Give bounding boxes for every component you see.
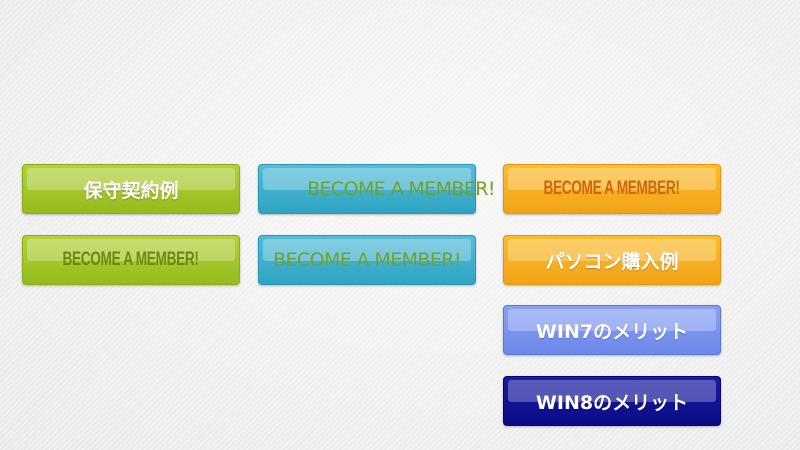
win7-merit-label: WIN7のメリット bbox=[535, 320, 689, 343]
become-member-green-label: BECOME A MEMBER! bbox=[62, 249, 200, 270]
become-member-teal-bottom-label: BECOME A MEMBER! bbox=[273, 249, 461, 271]
hoshu-keiyaku-label: 保守契約例 bbox=[83, 179, 179, 202]
pasokon-konyu-button[interactable]: パソコン購入例 bbox=[503, 235, 721, 285]
win8-merit-label: WIN8のメリット bbox=[535, 391, 689, 414]
win8-merit-button[interactable]: WIN8のメリット bbox=[503, 376, 721, 426]
become-member-orange-label: BECOME A MEMBER! bbox=[543, 178, 681, 199]
hoshu-keiyaku-button[interactable]: 保守契約例 bbox=[22, 164, 240, 214]
win7-merit-button[interactable]: WIN7のメリット bbox=[503, 305, 721, 355]
become-member-teal-bottom-button[interactable]: BECOME A MEMBER! bbox=[258, 235, 476, 285]
become-member-teal-top-button[interactable]: BECOME A MEMBER! bbox=[258, 164, 495, 214]
become-member-green-button[interactable]: BECOME A MEMBER! bbox=[22, 235, 240, 285]
become-member-orange-button[interactable]: BECOME A MEMBER! bbox=[503, 164, 721, 214]
become-member-teal-top-label: BECOME A MEMBER! bbox=[307, 178, 495, 200]
pasokon-konyu-label: パソコン購入例 bbox=[545, 250, 679, 273]
